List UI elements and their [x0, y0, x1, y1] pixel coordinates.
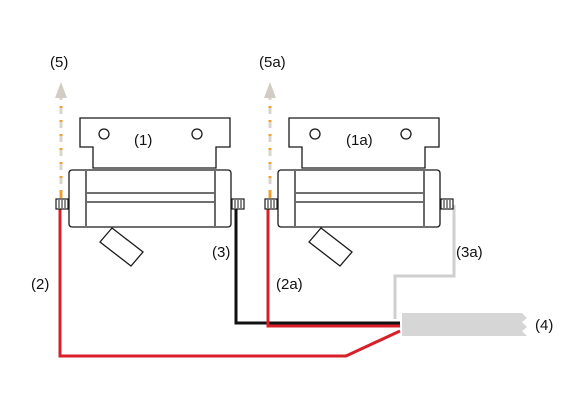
solenoid-valve-icon — [55, 117, 245, 267]
wire-3a-grey — [393, 205, 456, 319]
cable-4 — [402, 313, 527, 336]
label-wire-3a: (3a) — [456, 244, 483, 261]
solenoid-valve-icon — [264, 117, 454, 267]
wire-2-red — [58, 205, 401, 358]
label-wire-2: (2) — [31, 276, 49, 293]
label-arrow-5: (5) — [50, 54, 68, 71]
label-arrow-5a: (5a) — [259, 54, 286, 71]
label-wire-3: (3) — [212, 244, 230, 261]
arrow-5a — [264, 82, 276, 198]
arrow-up-icon — [55, 82, 67, 98]
wires — [58, 205, 456, 358]
arrow-up-icon — [264, 82, 276, 98]
label-valve-1: (1) — [134, 132, 152, 149]
wire-2a-red — [266, 205, 400, 328]
arrow-5 — [55, 82, 67, 198]
label-cable-4: (4) — [535, 317, 553, 334]
terminal-screw-icon — [231, 198, 245, 210]
terminal-screw-icon — [264, 198, 278, 210]
terminal-screw-icon — [55, 198, 69, 210]
label-wire-2a: (2a) — [276, 276, 303, 293]
terminal-screw-icon — [440, 198, 454, 210]
wire-3-black — [234, 205, 400, 325]
label-valve-1a: (1a) — [346, 132, 373, 149]
